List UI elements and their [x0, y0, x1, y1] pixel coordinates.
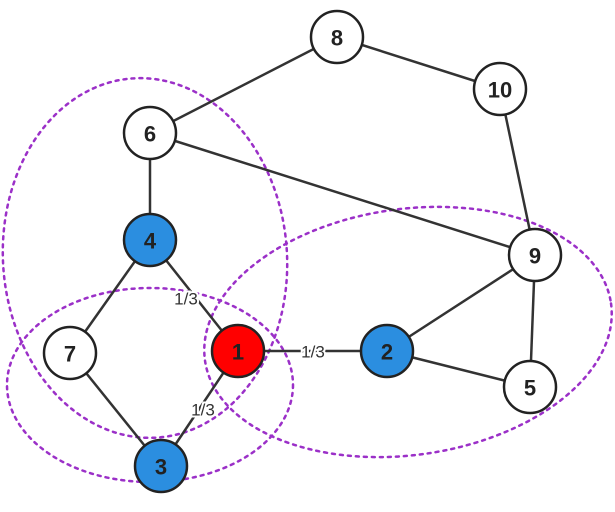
node-label-6: 6 — [144, 122, 156, 147]
node-circle-6 — [122, 105, 178, 161]
node-5: 5 — [502, 359, 558, 415]
node-7: 7 — [42, 325, 98, 381]
node-circle-1 — [210, 323, 266, 379]
node-label-10: 10 — [488, 78, 512, 103]
node-label-9: 9 — [529, 244, 541, 269]
dotted-region-neighborhood-of-4 — [1, 76, 289, 440]
edge-label-3-1: 1/3 — [191, 401, 215, 420]
node-label-8: 8 — [331, 26, 343, 51]
edge-8-10 — [336, 35, 501, 91]
edge-labels: 1/3 1/3 1/3 — [172, 288, 327, 422]
node-circle-7 — [42, 325, 98, 381]
node-label-1: 1 — [232, 340, 244, 365]
node-10: 10 — [472, 61, 528, 117]
nodes: 1 2 3 4 5 6 7 8 9 10 — [42, 9, 563, 494]
edge-label-4-1: 1/3 — [174, 290, 198, 309]
node-6: 6 — [122, 105, 178, 161]
node-circle-8 — [309, 9, 365, 65]
node-circle-9 — [507, 227, 563, 283]
node-circle-10 — [472, 61, 528, 117]
node-circle-2 — [359, 323, 415, 379]
node-label-2: 2 — [381, 340, 393, 365]
edge-10-9 — [498, 88, 537, 256]
dotted-region-neighborhood-of-3 — [5, 286, 295, 484]
node-label-4: 4 — [144, 229, 157, 254]
edge-2-9 — [386, 253, 536, 353]
node-label-7: 7 — [64, 342, 76, 367]
edge-8-6 — [149, 35, 338, 135]
node-circle-5 — [502, 359, 558, 415]
node-label-5: 5 — [524, 376, 536, 401]
node-label-3: 3 — [155, 455, 167, 480]
node-8: 8 — [309, 9, 365, 65]
node-9: 9 — [507, 227, 563, 283]
node-1: 1 — [210, 323, 266, 379]
edge-6-9 — [149, 131, 536, 257]
node-2: 2 — [359, 323, 415, 379]
node-circle-4 — [122, 212, 178, 268]
node-4: 4 — [122, 212, 178, 268]
node-3: 3 — [133, 438, 189, 494]
node-circle-3 — [133, 438, 189, 494]
edge-label-1-2: 1/3 — [301, 343, 325, 362]
